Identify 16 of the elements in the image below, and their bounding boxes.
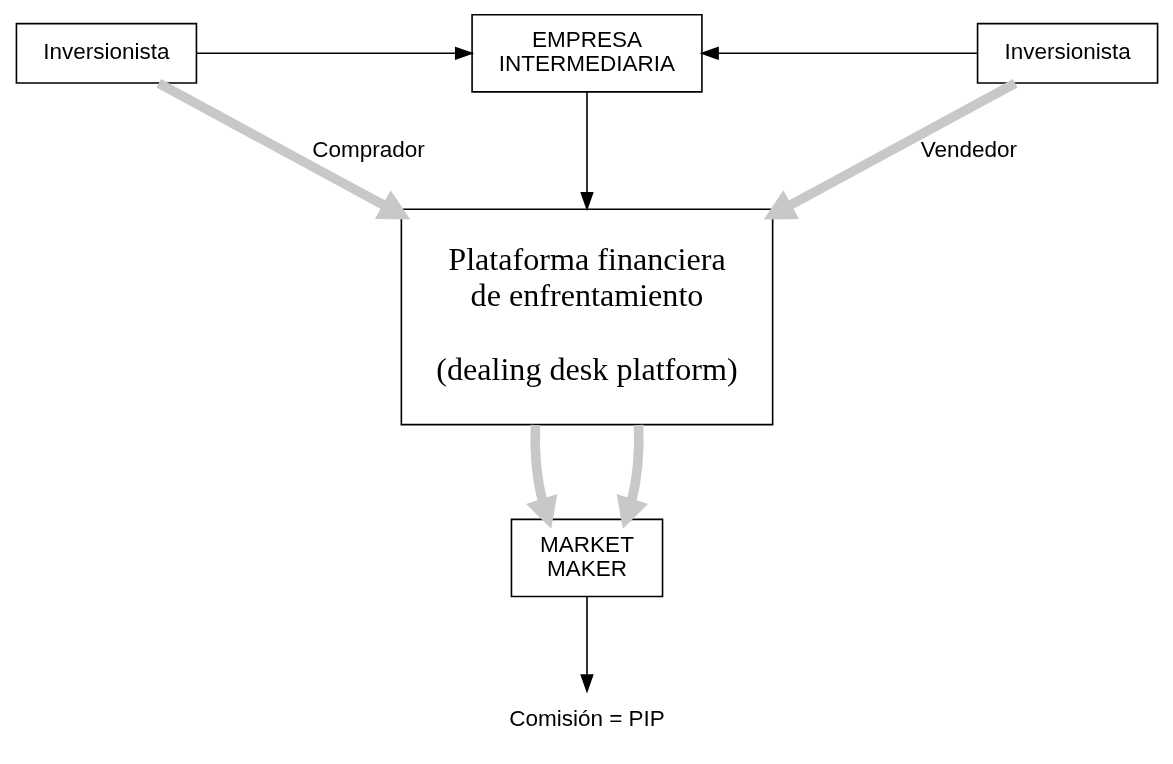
node-box: Plataforma financiera de enfrentamiento (dealing desk platform): [400, 208, 773, 426]
arrow: [579, 596, 594, 694]
arrow: [195, 46, 474, 61]
arrow: [699, 46, 978, 61]
arrow: [763, 79, 1017, 220]
arrow: [156, 79, 410, 220]
arrow: [616, 424, 648, 529]
arrow: [525, 424, 557, 529]
edge-label: Comprador: [311, 136, 425, 162]
node-text: Comisión = PIP: [508, 706, 665, 732]
node-box: Inversionista: [15, 22, 197, 84]
node-box: MARKET MAKER: [510, 518, 663, 598]
arrow: [579, 91, 594, 212]
edge-label: Vendedor: [920, 136, 1017, 162]
node-box: EMPRESA INTERMEDIARIA: [470, 13, 703, 93]
node-box: Inversionista: [976, 22, 1158, 84]
